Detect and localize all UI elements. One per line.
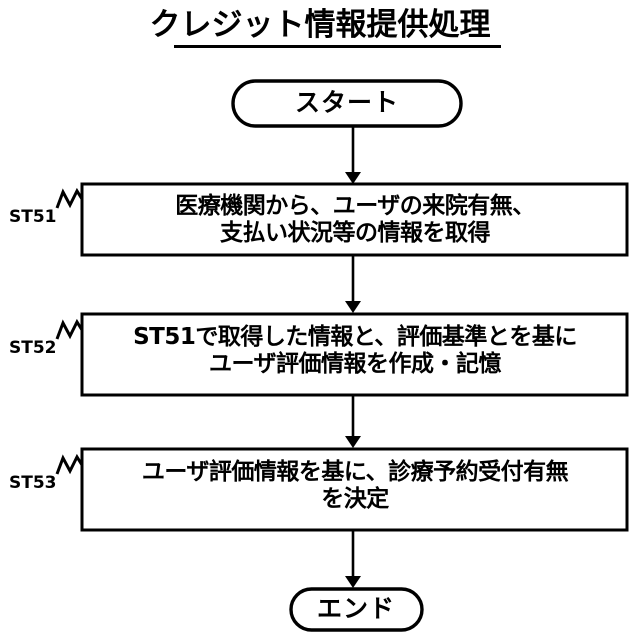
st53-box-shape (80, 447, 629, 532)
st53-leader-squiggle (55, 453, 84, 475)
diagram-title-underline (174, 45, 501, 48)
st52-box-line2: ユーザ評価情報を作成・記憶 (208, 351, 502, 378)
st52-box-label: ST51で取得した情報と、評価基準とを基に ユーザ評価情報を作成・記憶 (84, 324, 626, 378)
st52-leader-squiggle (55, 318, 84, 340)
step-label-st53: ST53 (9, 473, 57, 493)
step-label-st52: ST52 (9, 338, 57, 358)
start-terminator-shape (231, 79, 463, 128)
st53-box-line2: を決定 (321, 486, 389, 513)
start-terminator-label: スタート (294, 88, 399, 117)
step-label-st51: ST51 (9, 207, 57, 227)
st51-box-shape (80, 182, 629, 257)
st52-box-shape (80, 312, 629, 397)
st52-box-line1: ST51で取得した情報と、評価基準とを基に (133, 324, 577, 350)
st53-box-line1: ユーザ評価情報を基に、診療予約受付有無 (141, 459, 569, 485)
st51-leader-squiggle (55, 187, 84, 209)
end-terminator-label: エンド (316, 594, 395, 623)
diagram-title: クレジット情報提供処理 (149, 7, 491, 43)
connector-st52-to-st53 (345, 395, 361, 448)
end-terminator-shape (289, 587, 424, 632)
st51-box-line2: 支払い状況等の情報を取得 (220, 220, 491, 247)
st51-box-label: 医療機関から、ユーザの来院有無、 支払い状況等の情報を取得 (84, 193, 626, 247)
connector-st51-to-st52 (345, 255, 361, 313)
st53-box-label: ユーザ評価情報を基に、診療予約受付有無 を決定 (84, 459, 626, 513)
connector-st53-to-end (345, 530, 361, 588)
st51-box-line1: 医療機関から、ユーザの来院有無、 (175, 193, 535, 219)
connector-start-to-st51 (345, 126, 361, 184)
